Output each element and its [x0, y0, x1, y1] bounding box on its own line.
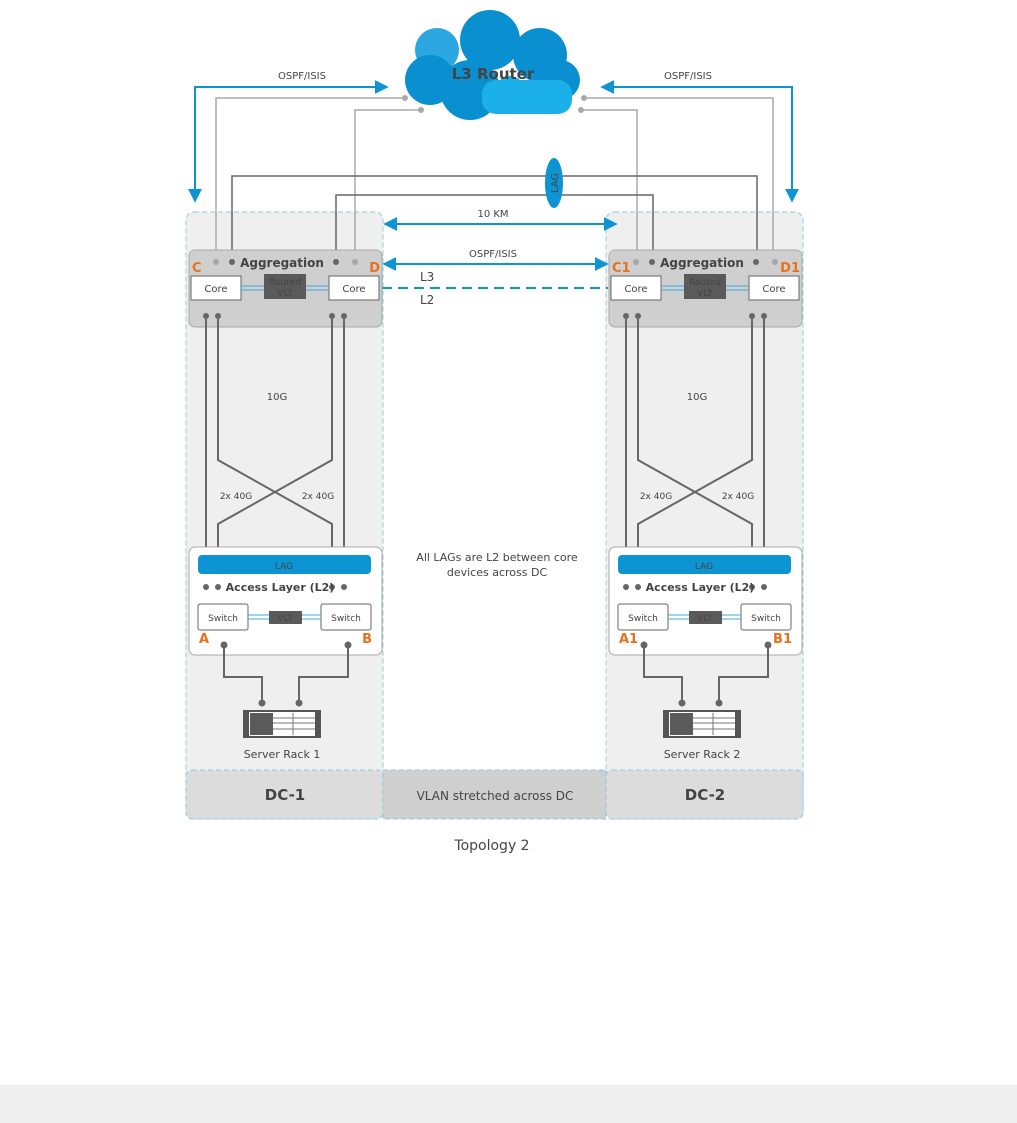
dc-band: DC-1 VLAN stretched across DC DC-2	[185, 769, 804, 820]
lag-bar	[198, 555, 371, 574]
core-right-box	[328, 275, 380, 301]
switch-left-box	[197, 603, 249, 631]
switch-right-label: Switch	[331, 614, 361, 624]
core-left-id: C1	[612, 261, 631, 276]
server-rack-icon	[663, 710, 741, 738]
cross-right-speed: 2x 40G	[302, 492, 334, 502]
core-right-label: Core	[342, 284, 365, 295]
routed-vlt-line2: VLT	[697, 289, 713, 299]
dc1-name: DC-1	[265, 786, 305, 804]
vlan-band-label: VLAN stretched across DC	[417, 789, 574, 803]
uplink-speed: 10G	[267, 392, 287, 403]
core-right-id: D	[369, 261, 380, 276]
switch-right-id: B	[362, 632, 372, 647]
aggregation-label: Aggregation	[660, 256, 744, 270]
dc2-zone	[605, 211, 804, 820]
figure-caption: Topology 2	[453, 838, 529, 854]
ospf-left-label: OSPF/ISIS	[278, 71, 326, 82]
l2-label: L2	[420, 293, 434, 307]
routed-vlt-line1: Routed	[269, 278, 301, 288]
ospf-arrows	[188, 80, 799, 289]
cross-right-speed: 2x 40G	[722, 492, 754, 502]
lag-links	[231, 175, 758, 262]
ospf-right-arrow	[600, 80, 799, 203]
footer-bar	[0, 1085, 1017, 1123]
server-wire	[298, 645, 349, 703]
l3-router-label: L3 Router	[452, 65, 535, 83]
topology-diagram: DC-1 VLAN stretched across DC DC-2 LAG O…	[185, 10, 804, 854]
server-wire	[643, 645, 683, 703]
server-wire	[223, 645, 263, 703]
core-right-id: D1	[780, 261, 800, 276]
cross-left-speed: 2x 40G	[640, 492, 672, 502]
ospf-right-label: OSPF/ISIS	[664, 71, 712, 82]
core-left-box	[190, 275, 242, 301]
lag-bar-label: LAG	[275, 562, 293, 572]
switch-left-label: Switch	[628, 614, 658, 624]
lag-note-line1: All LAGs are L2 between core	[416, 551, 578, 564]
routed-vlt-box	[684, 274, 726, 299]
core-left-box	[610, 275, 662, 301]
aggregation-label: Aggregation	[240, 256, 324, 270]
ospf-middle-label: OSPF/ISIS	[469, 249, 517, 260]
vlt-box	[269, 611, 302, 624]
core-right-label: Core	[762, 284, 785, 295]
routed-vlt-line2: VLT	[277, 289, 293, 299]
lag-top-badge: LAG	[545, 158, 563, 208]
wire-lag-inner	[335, 194, 654, 262]
core-left-label: Core	[204, 284, 227, 295]
server-rack-label: Server Rack 2	[664, 748, 741, 761]
access-layer-label: Access Layer (L2)	[646, 581, 755, 594]
routed-vlt-line1: Routed	[689, 278, 721, 288]
l3-label: L3	[420, 270, 434, 284]
lag-bar	[618, 555, 791, 574]
ospf-left-arrow	[188, 80, 389, 203]
uplink-speed: 10G	[687, 392, 707, 403]
switch-right-id: B1	[773, 632, 792, 647]
lag-note-line2: devices across DC	[447, 566, 548, 579]
cross-left-speed: 2x 40G	[220, 492, 252, 502]
switch-right-box	[740, 603, 792, 631]
wire-lag-outer	[231, 175, 758, 262]
switch-left-box	[617, 603, 669, 631]
vlt-label: VLT	[697, 614, 713, 624]
distance-label: 10 KM	[477, 209, 508, 220]
vlt-label: VLT	[277, 614, 293, 624]
vlt-box	[689, 611, 722, 624]
core-right-box	[748, 275, 800, 301]
server-wire	[718, 645, 769, 703]
switch-right-box	[320, 603, 372, 631]
access-layer-label: Access Layer (L2)	[226, 581, 335, 594]
lag-top-label: LAG	[550, 173, 561, 193]
switch-right-label: Switch	[751, 614, 781, 624]
server-rack-label: Server Rack 1	[244, 748, 321, 761]
switch-left-label: Switch	[208, 614, 238, 624]
core-left-id: C	[192, 261, 202, 276]
dc2-name: DC-2	[685, 786, 725, 804]
l3-router-cloud: L3 Router	[405, 10, 580, 120]
server-rack-icon	[243, 710, 321, 738]
dc2-band	[605, 769, 804, 820]
switch-left-id: A1	[619, 632, 638, 647]
switch-left-id: A	[199, 632, 209, 647]
core-left-label: Core	[624, 284, 647, 295]
lag-bar-label: LAG	[695, 562, 713, 572]
vlan-band	[382, 769, 607, 820]
routed-vlt-box	[264, 274, 306, 299]
dc1-zone	[185, 211, 384, 820]
